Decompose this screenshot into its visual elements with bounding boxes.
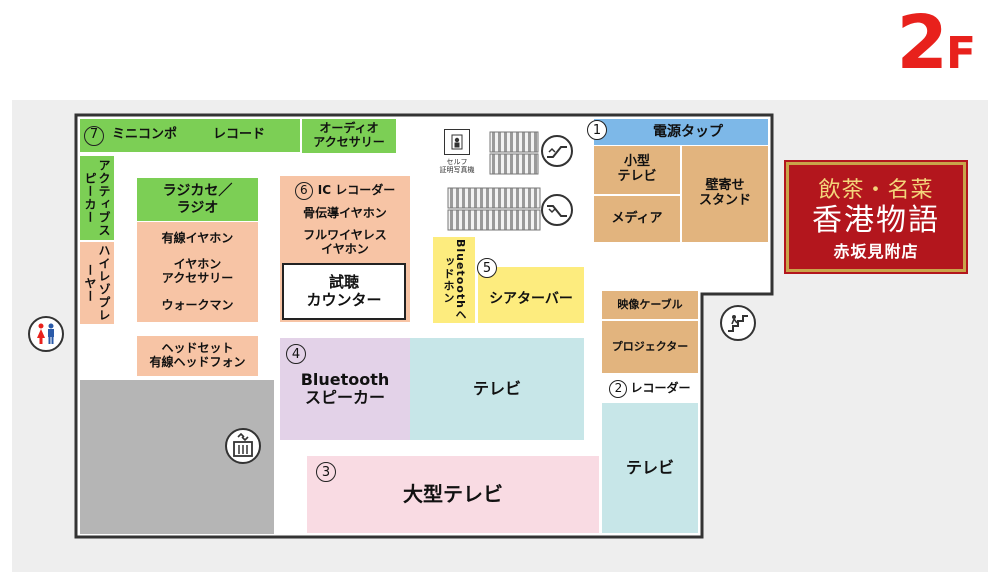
zone-label: 大型テレビ [403,482,503,506]
photo-booth-icon [451,134,463,150]
zone-label: シアターバー [489,290,573,307]
floor-suffix: F [945,28,976,79]
floor-number: 2 [896,0,947,86]
zone-video-cable[interactable]: 映像ケーブル [602,291,698,319]
photo-booth-label-line1: セルフ [446,158,468,166]
zone-number-1: 1 [587,120,607,140]
zone-headset[interactable]: ヘッドセット 有線ヘッドフォン [137,336,258,376]
floor-label: 2F [896,6,976,80]
photo-booth-label: セルフ 証明写真機 [432,158,482,175]
zone-label: アクティブスピーカー [83,159,111,237]
zone-small-tv[interactable]: 小型 テレビ [594,146,680,194]
zone-theater-bar[interactable]: シアターバー [478,267,584,323]
zone-number-6: 6 [294,182,313,200]
zone-label: 映像ケーブル [617,297,683,311]
zone-label: 壁寄せ スタンド [698,178,751,208]
zone-number-3: 3 [316,462,336,482]
zone-number-7: 7 [84,125,104,146]
zone-full-wireless[interactable]: フルワイヤレス イヤホン [282,226,408,260]
zone-projector[interactable]: プロジェクター [602,321,698,373]
zone-label: ヘッドセット 有線ヘッドフォン [149,341,246,369]
escalator-down-icon[interactable] [541,194,573,226]
zone-audio-accessory[interactable]: オーディオ アクセサリー [302,119,396,153]
zone-active-speaker[interactable]: アクティブスピーカー [80,156,114,240]
photo-booth-label-line2: 証明写真機 [439,166,475,175]
restaurant-sign[interactable]: 飲茶・名菜 香港物語 赤坂見附店 [784,160,968,274]
restroom-icon[interactable] [28,316,64,352]
zone-hires-player[interactable]: ハイレゾプレーヤー [80,242,114,324]
zone-label: ラジカセ／ ラジオ [162,183,233,216]
zone-label: 試聴 カウンター [306,273,382,309]
zone-label: IC レコーダー [317,183,396,198]
zone-large-tv[interactable]: 大型テレビ [307,456,599,533]
zone-power-tap[interactable]: 電源タップ [594,119,768,145]
restaurant-line1: 飲茶・名菜 [818,177,934,203]
zone-label: イヤホン アクセサリー [161,257,234,285]
zone-label: レコーダー [630,380,691,395]
zone-label: ミニコンポ [112,127,178,143]
zone-number-4: 4 [286,344,306,364]
zone-label: ウォークマン [161,298,234,313]
zone-label: 小型 テレビ [617,154,657,184]
restaurant-line2: 香港物語 [812,202,940,238]
stairs-icon[interactable] [720,305,756,341]
zone-media[interactable]: メディア [594,196,680,242]
zone-number-5: 5 [477,258,497,278]
zone-tv-center[interactable]: テレビ [410,338,584,440]
photo-booth[interactable] [444,129,470,155]
zone-number-2: 2 [609,379,628,398]
zone-recorder[interactable]: 2 レコーダー [602,375,698,402]
zone-walkman[interactable]: ウォークマン [137,296,258,316]
zone-label: Bluetooth スピーカー [300,369,390,407]
zone-label: ハイレゾプレーヤー [83,244,111,322]
zone-label: 骨伝導イヤホン [303,206,387,221]
zone-label: テレビ [472,378,521,398]
zone-label: 有線イヤホン [161,231,234,246]
zone-ic-recorder[interactable]: 6 IC レコーダー [282,180,408,202]
zone-listening-counter[interactable]: 試聴 カウンター [282,263,406,320]
zone-label: テレビ [625,457,674,477]
zone-tv-right[interactable]: テレビ [602,403,698,533]
zone-label: 電源タップ [653,123,723,140]
restaurant-line3: 赤坂見附店 [833,242,919,262]
zone-label: レコード [213,127,266,143]
zone-wall-stand[interactable]: 壁寄せ スタンド [682,146,768,242]
escalator-up-icon[interactable] [541,135,573,167]
zone-label: フルワイヤレス イヤホン [303,228,387,256]
zone-earphone-accessory[interactable]: イヤホン アクセサリー [137,256,258,288]
zone-label: オーディオ アクセサリー [313,121,385,149]
zone-label: Bluetoothヘッドホン [442,239,467,321]
zone-label: プロジェクター [611,339,689,353]
zone-earphones[interactable] [137,222,258,322]
zone-bone-conduction[interactable]: 骨伝導イヤホン [282,204,408,224]
elevator-icon[interactable] [225,428,261,464]
zone-bt-headphone[interactable]: Bluetoothヘッドホン [433,237,475,323]
zone-radio-cassette[interactable]: ラジカセ／ ラジオ [137,178,258,221]
zone-label: メディア [611,210,663,226]
zone-wired-earphone[interactable]: 有線イヤホン [137,228,258,250]
zone-mini-compo[interactable]: 7 ミニコンポ レコード [80,119,300,152]
